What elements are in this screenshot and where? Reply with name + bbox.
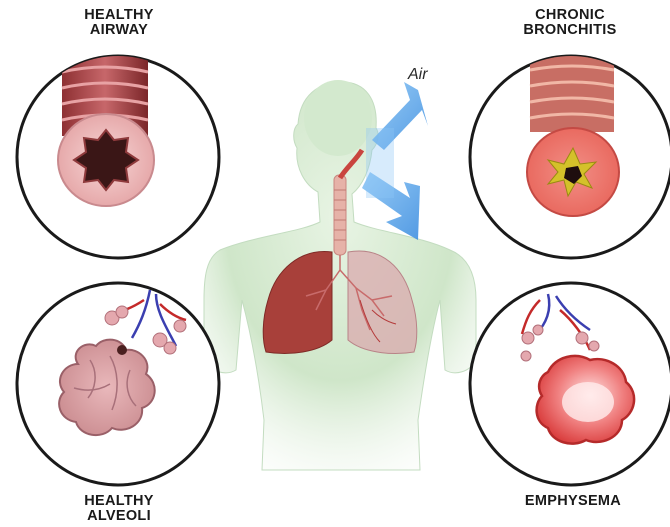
alveolar-duct: [117, 345, 127, 355]
label-chronic-bronchitis-line1: CHRONIC: [500, 8, 640, 23]
label-emphysema-text: EMPHYSEMA: [508, 494, 638, 509]
label-emphysema: EMPHYSEMA: [508, 494, 638, 509]
enlarged-air-space: [562, 382, 614, 422]
label-healthy-airway: HEALTHY AIRWAY: [64, 8, 174, 38]
air-sheet: [366, 128, 394, 198]
label-healthy-alveoli-line1: HEALTHY: [64, 494, 174, 509]
label-healthy-airway-line2: AIRWAY: [64, 23, 174, 38]
emphysema-panel: [470, 283, 670, 485]
torso-figure: [204, 80, 476, 470]
air-label: Air: [408, 66, 428, 84]
label-chronic-bronchitis-line2: BRONCHITIS: [500, 23, 640, 38]
head: [304, 80, 372, 156]
airway-lumen: [74, 130, 138, 190]
label-healthy-alveoli: HEALTHY ALVEOLI: [64, 494, 174, 524]
chronic-bronchitis-panel: [470, 56, 670, 258]
label-healthy-alveoli-line2: ALVEOLI: [64, 509, 174, 524]
healthy-airway-panel: [17, 56, 219, 258]
label-healthy-airway-line1: HEALTHY: [64, 8, 174, 23]
label-chronic-bronchitis: CHRONIC BRONCHITIS: [500, 8, 640, 38]
healthy-alveoli-panel: [17, 283, 219, 485]
trachea: [334, 175, 346, 255]
